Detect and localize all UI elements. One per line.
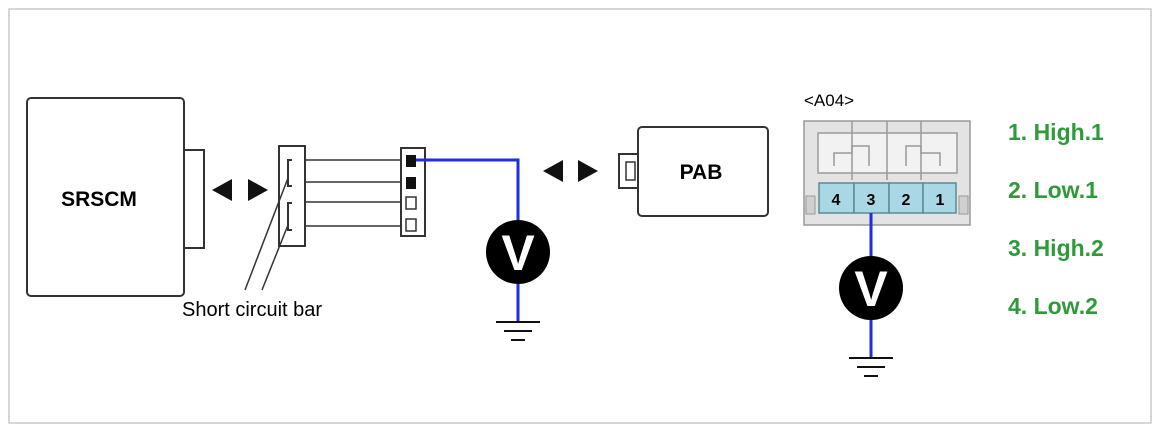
pin-1-label: 1 — [936, 192, 945, 209]
a04-connector: 4 3 2 1 — [803, 120, 971, 226]
connector-id-label: <A04> — [804, 91, 854, 110]
connector-latch-left — [833, 145, 870, 166]
terminal-3 — [405, 196, 417, 210]
short-circuit-bar-connector — [278, 145, 306, 247]
pin-2-label: 2 — [902, 192, 911, 209]
short-bar-lower — [287, 202, 292, 231]
pin-2-cell: 2 — [888, 182, 924, 214]
label-pointer-upper — [244, 177, 289, 291]
harness-connector-right — [400, 147, 426, 237]
legend-item-1: 1. High.1 — [1008, 119, 1104, 145]
terminal-4 — [405, 218, 417, 232]
pin-4-label: 4 — [832, 192, 841, 209]
harness-wires — [305, 159, 402, 227]
terminal-2 — [406, 177, 416, 189]
voltmeter-left: V — [486, 220, 550, 284]
diagram-frame — [8, 8, 1152, 424]
srscm-connector-stub — [183, 149, 205, 249]
srscm-label: SRSCM — [61, 188, 137, 211]
short-circuit-bar-label: Short circuit bar — [182, 299, 322, 321]
legend-item-4: 4. Low.2 — [1008, 293, 1098, 319]
connect-arrow-left — [212, 179, 268, 201]
ground-icon-right — [849, 357, 893, 377]
connect-arrow-middle — [543, 160, 598, 182]
legend-item-3: 3. High.2 — [1008, 235, 1104, 261]
connector-latch-right — [905, 145, 941, 166]
srscm-module: SRSCM — [26, 97, 205, 297]
ground-icon — [496, 321, 540, 341]
label-pointer-lower — [261, 224, 289, 291]
terminal-1 — [406, 155, 416, 167]
pin-4-cell: 4 — [818, 182, 855, 214]
voltmeter-right: V — [839, 256, 903, 320]
pin-legend: 1. High.1 2. Low.1 3. High.2 4. Low.2 — [1008, 119, 1104, 319]
short-bar-upper — [287, 159, 292, 187]
voltmeter-right-symbol: V — [854, 261, 888, 317]
legend-item-2: 2. Low.1 — [1008, 177, 1098, 203]
probe-wire-left — [416, 158, 520, 222]
pin-3-cell: 3 — [853, 182, 890, 214]
voltmeter-left-symbol: V — [501, 225, 535, 281]
pab-label: PAB — [680, 161, 723, 184]
pin-1-cell: 1 — [922, 182, 957, 214]
pab-module: PAB — [618, 126, 769, 217]
pin-3-label: 3 — [867, 192, 876, 209]
